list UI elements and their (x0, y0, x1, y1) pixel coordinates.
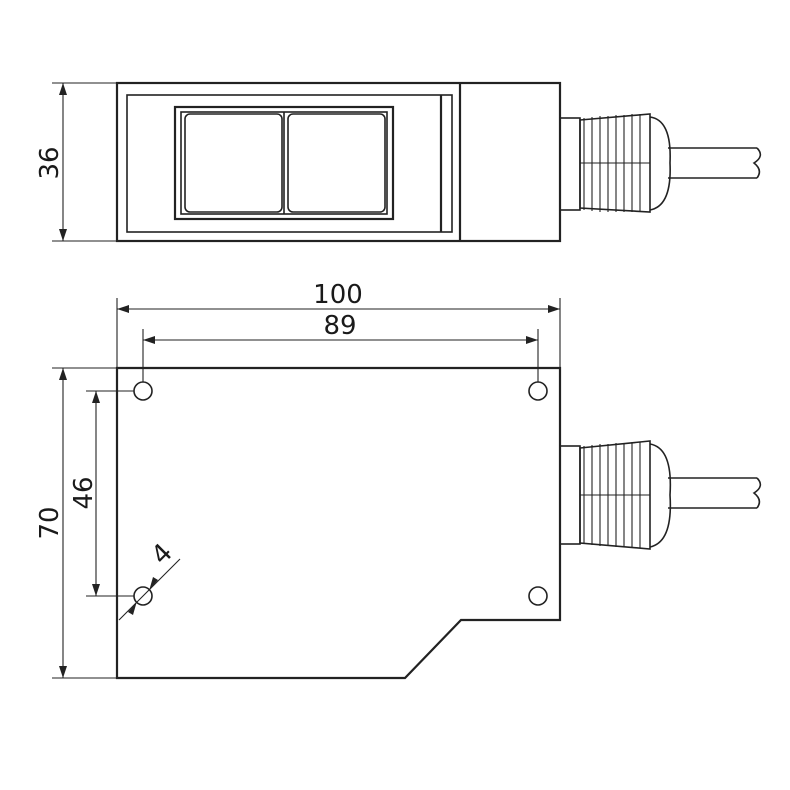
dimension-100: 100 (116, 280, 561, 368)
lens-window (173, 105, 395, 221)
dimension-89-label: 89 (323, 311, 356, 341)
dimension-4: 4 (118, 538, 181, 621)
top-view: 100 89 70 46 (35, 280, 762, 680)
side-cable (668, 147, 762, 179)
dimension-70: 70 (35, 367, 117, 679)
side-view-front-panel (126, 94, 453, 233)
side-cable-gland (559, 113, 671, 213)
mounting-hole-top-right (528, 381, 548, 401)
top-cable-gland (559, 440, 672, 550)
receiver-lens (287, 113, 386, 213)
dimension-46: 46 (69, 390, 134, 597)
dimension-100-label: 100 (313, 280, 363, 310)
top-cable (668, 477, 762, 509)
dimension-36-label: 36 (35, 146, 65, 179)
side-view: 36 (35, 81, 762, 243)
mounting-hole-bottom-right (528, 586, 548, 606)
dimension-70-label: 70 (35, 506, 65, 539)
dimension-36: 36 (35, 82, 117, 242)
emitter-lens (184, 113, 283, 213)
mounting-hole-top-left (133, 381, 153, 401)
top-view-housing (115, 366, 562, 680)
dimension-89: 89 (142, 311, 539, 382)
dimension-46-label: 46 (69, 476, 99, 509)
